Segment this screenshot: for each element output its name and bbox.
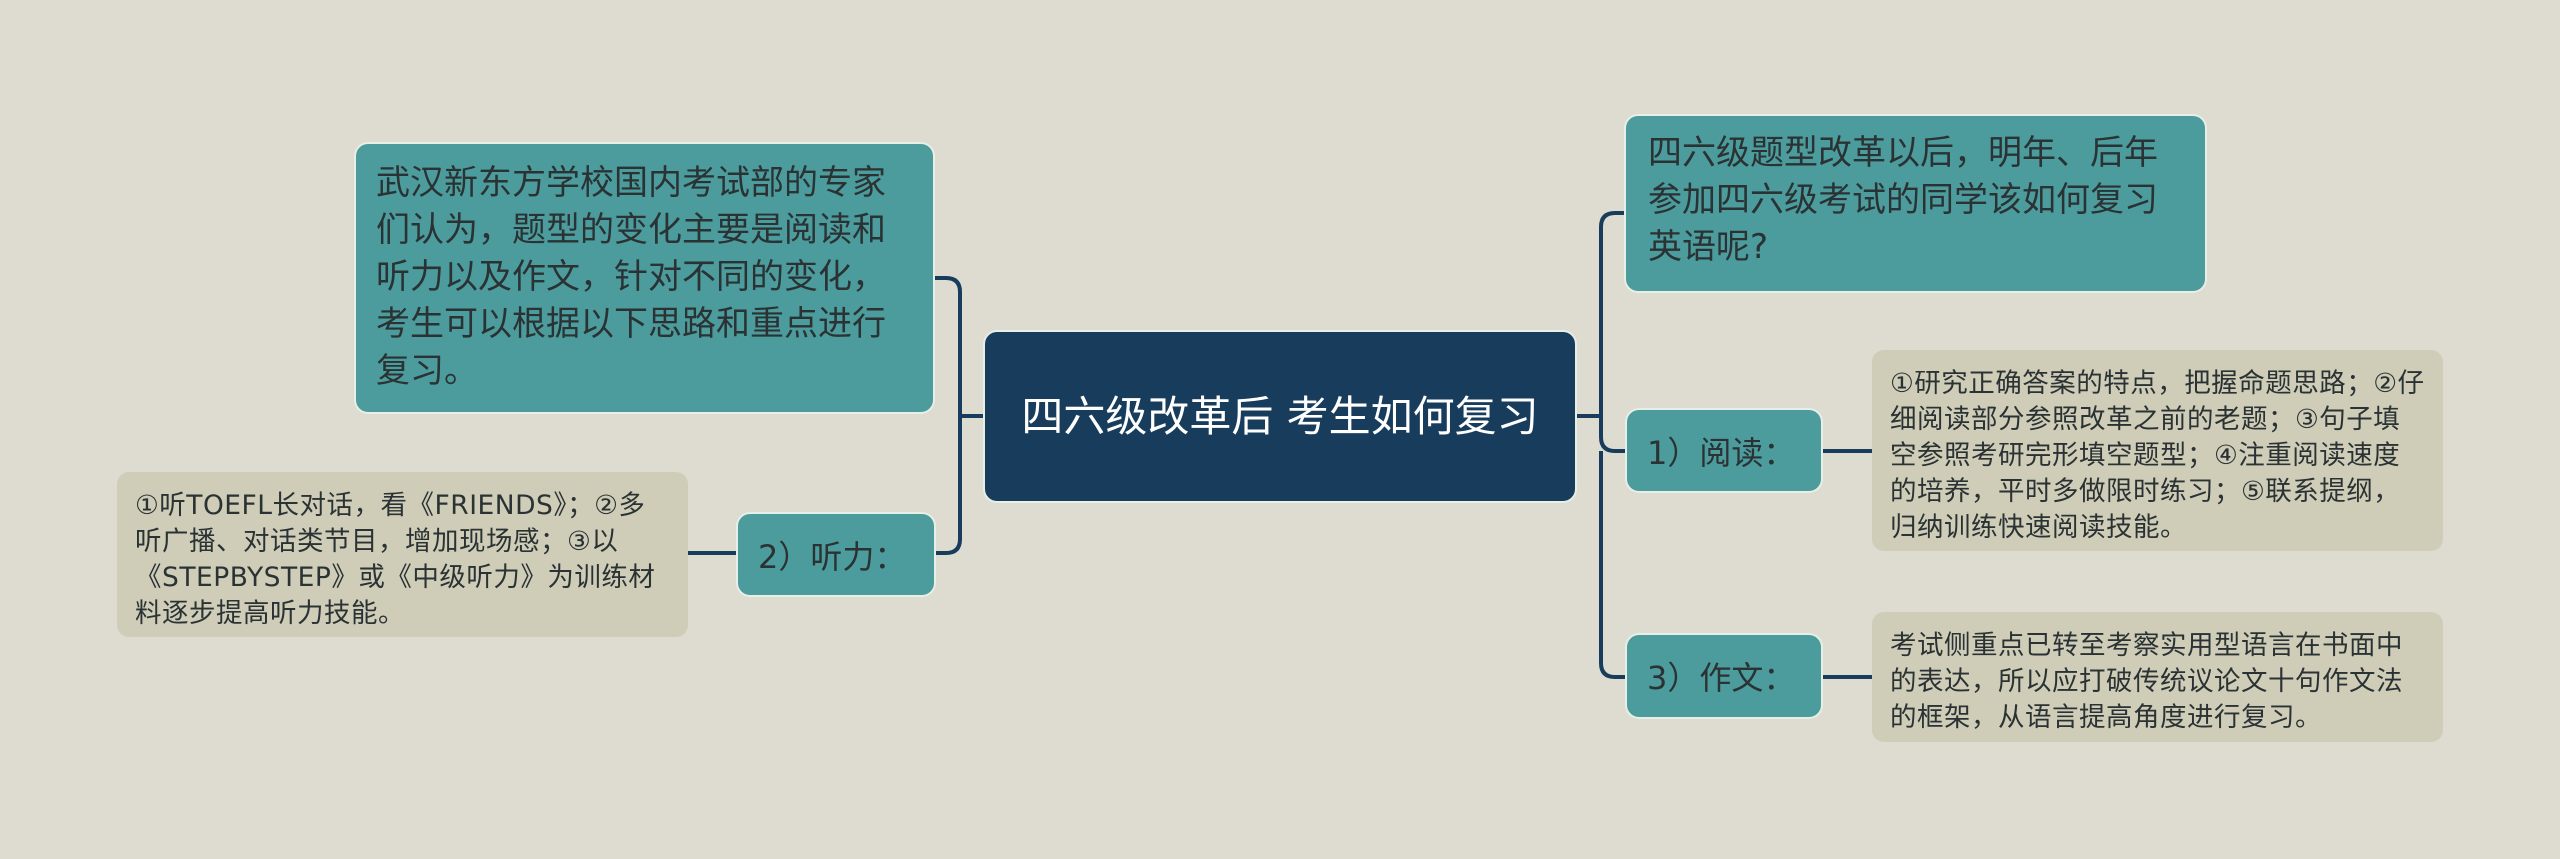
listening-detail-node[interactable]: ①听TOEFL长对话，看《FRIENDS》；②多听广播、对话类节目，增加现场感；…	[117, 472, 688, 637]
intro-node-text: 武汉新东方学校国内考试部的专家们认为，题型的变化主要是阅读和听力以及作文，针对不…	[376, 163, 886, 391]
writing-label-text: 3）作文：	[1647, 659, 1796, 697]
root-topic[interactable]: 四六级改革后 考生如何复习	[985, 332, 1575, 501]
reading-detail-node[interactable]: ①研究正确答案的特点，把握命题思路；②仔细阅读部分参照改革之前的老题；③句子填空…	[1872, 350, 2443, 551]
listening-label-node[interactable]: 2）听力：	[738, 514, 934, 595]
reading-label-node[interactable]: 1）阅读：	[1627, 410, 1821, 491]
question-node[interactable]: 四六级题型改革以后，明年、后年参加四六级考试的同学该如何复习英语呢?	[1626, 116, 2205, 291]
writing-detail-node[interactable]: 考试侧重点已转至考察实用型语言在书面中的表达，所以应打破传统议论文十句作文法的框…	[1872, 612, 2443, 742]
root-topic-text: 四六级改革后 考生如何复习	[1021, 391, 1539, 441]
reading-detail-text: ①研究正确答案的特点，把握命题思路；②仔细阅读部分参照改革之前的老题；③句子填空…	[1890, 368, 2425, 543]
reading-label-text: 1）阅读：	[1647, 433, 1796, 472]
writing-detail-text: 考试侧重点已转至考察实用型语言在书面中的表达，所以应打破传统议论文十句作文法的框…	[1890, 630, 2403, 733]
listening-label-text: 2）听力：	[758, 537, 907, 576]
intro-node[interactable]: 武汉新东方学校国内考试部的专家们认为，题型的变化主要是阅读和听力以及作文，针对不…	[356, 144, 933, 412]
listening-detail-text: ①听TOEFL长对话，看《FRIENDS》；②多听广播、对话类节目，增加现场感；…	[135, 490, 656, 629]
writing-label-node[interactable]: 3）作文：	[1627, 635, 1821, 717]
question-node-text: 四六级题型改革以后，明年、后年参加四六级考试的同学该如何复习英语呢?	[1648, 133, 2158, 267]
